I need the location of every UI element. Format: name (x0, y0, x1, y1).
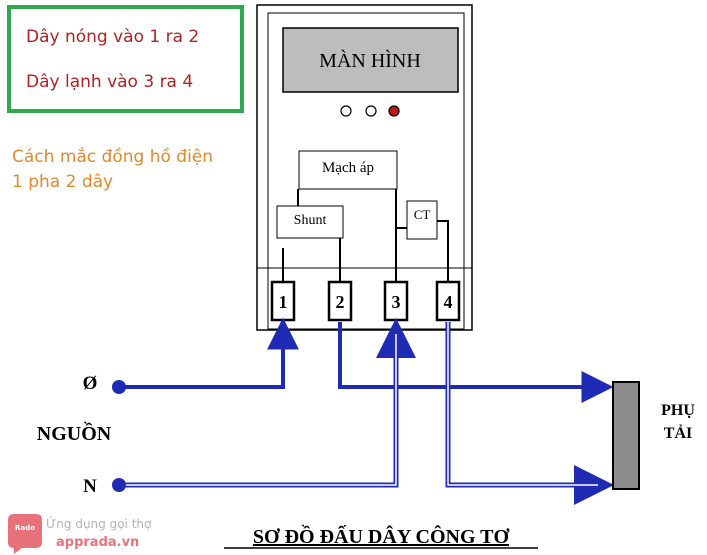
indicator-light-1 (340, 105, 352, 117)
wire-neutral-in (119, 318, 416, 488)
wire-phase-out (338, 322, 614, 403)
terminal-3-label: 3 (392, 292, 401, 312)
voltage-circuit-box (298, 150, 398, 190)
caption-line2: 1 pha 2 dây (12, 172, 113, 192)
wire-neutral-out-core (447, 322, 598, 486)
terminal-1: 1 (270, 280, 296, 322)
voltage-circuit-label: Mạch áp (322, 160, 374, 176)
legend-hot-wire: Dây nóng vào 1 ra 2 (26, 27, 199, 47)
terminal-1-label: 1 (279, 292, 288, 312)
energy-meter: MÀN HÌNH Mạch áp Shunt CT 1 2 (256, 4, 473, 331)
terminal-2-box (327, 280, 353, 322)
terminal-3: 3 (383, 280, 409, 322)
terminal-2: 2 (327, 280, 353, 322)
wire-t4-ct (437, 220, 449, 282)
wire-neutral-out (445, 322, 614, 505)
indicator-light-2 (365, 105, 377, 117)
legend-box: Dây nóng vào 1 ra 2 Dây lạnh vào 3 ra 4 (7, 5, 244, 113)
screen-label: MÀN HÌNH (319, 49, 421, 72)
external-wiring (119, 317, 614, 505)
legend-border (7, 5, 244, 113)
phase-label: Ø (83, 373, 98, 394)
terminal-2-label: 2 (336, 292, 345, 312)
caption-line1: Cách mắc đồng hồ điện (12, 146, 213, 167)
terminal-4-label: 4 (444, 292, 453, 312)
terminal-4: 4 (435, 280, 461, 322)
meter-screen (282, 27, 459, 93)
neutral-source-dot (112, 478, 126, 492)
indicator-light-3 (388, 105, 400, 117)
load-block (612, 381, 640, 490)
watermark-line1: Ứng dụng gọi thợ (46, 516, 152, 531)
neutral-label: N (83, 476, 97, 497)
phase-source-dot (112, 380, 126, 394)
legend-neutral-wire: Dây lạnh vào 3 ra 4 (26, 72, 193, 92)
watermark: Rado Ứng dụng gọi thợ apprada.vn (8, 514, 152, 554)
shunt-box (276, 205, 344, 239)
rado-logo-icon (8, 514, 42, 554)
ct-label: CT (414, 207, 431, 222)
shunt-label: Shunt (294, 213, 327, 228)
watermark-line2: apprada.vn (56, 535, 139, 550)
wire-phase-in (119, 317, 299, 389)
watermark-badge: Rado (15, 524, 35, 532)
diagram-title: SƠ ĐỒ ĐẤU DÂY CÔNG TƠ (253, 524, 510, 548)
internal-wiring (282, 189, 449, 282)
meter-inner-frame (267, 12, 465, 330)
wire-neutral-in-core (119, 334, 397, 486)
terminal-4-box (435, 280, 461, 322)
load-label-line1: PHỤ (661, 402, 695, 419)
source-label: NGUỒN (37, 421, 112, 445)
load-label-line2: TẢI (664, 423, 692, 442)
